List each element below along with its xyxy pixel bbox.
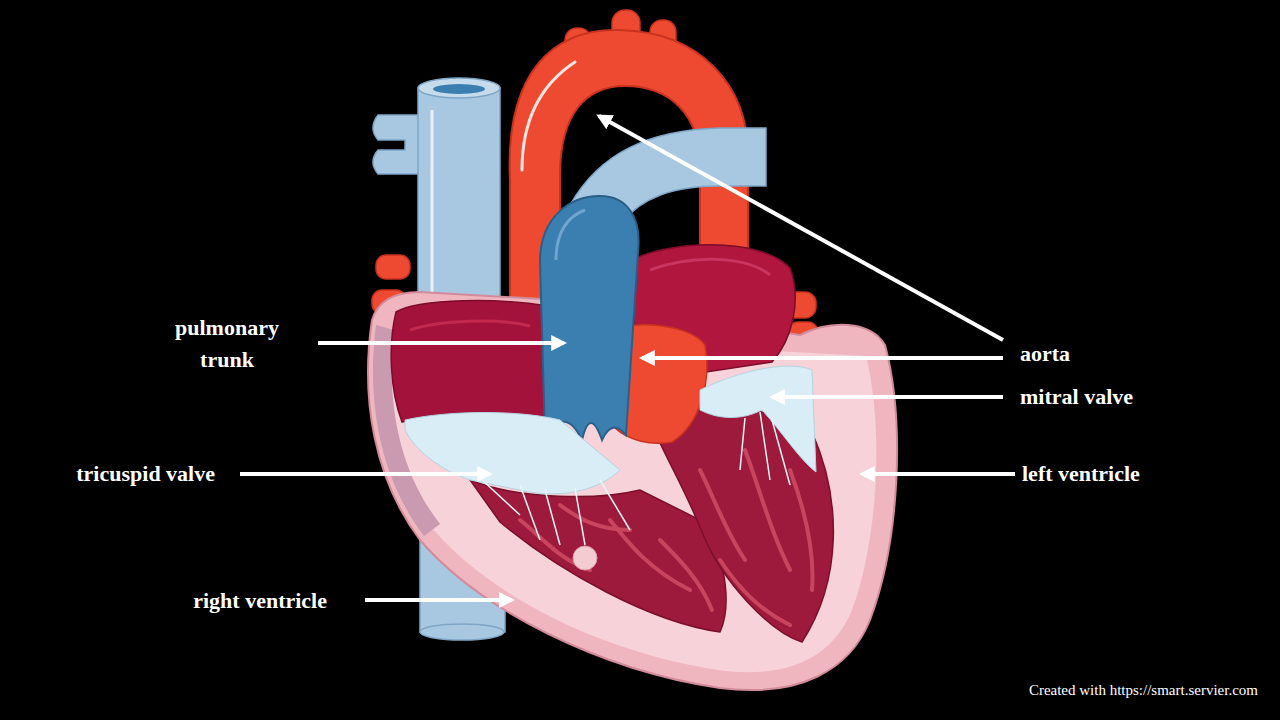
leader-arrows	[240, 472, 490, 476]
left-ventricle-cavity	[790, 470, 813, 590]
leader-arrows	[862, 472, 1015, 476]
pulmonary-trunk	[556, 210, 585, 260]
tricuspid-valve	[405, 413, 620, 494]
leader-arrows	[318, 341, 564, 345]
left-ventricle-cavity	[700, 470, 745, 560]
right-ventricle-cavity	[573, 546, 597, 570]
right-ventricle-cavity	[520, 505, 712, 610]
part-label: pulmonary trunk	[152, 312, 302, 376]
tricuspid-valve	[575, 488, 585, 545]
heart-wall	[368, 292, 897, 690]
pulmonary-trunk	[540, 196, 639, 440]
part-label: mitral valve	[1020, 381, 1133, 413]
part-label: left ventricle	[1022, 458, 1140, 490]
heart-wall	[368, 292, 897, 690]
superior-vena-cava	[431, 110, 434, 300]
pulmonary-veins	[376, 255, 410, 279]
superior-vena-cava	[418, 78, 500, 98]
left-ventricle-cavity	[700, 450, 813, 625]
part-label: tricuspid valve	[76, 458, 215, 490]
credit-note: Created with https://smart.servier.com	[1029, 680, 1258, 702]
part-label: right ventricle	[193, 585, 327, 617]
superior-vena-cava	[373, 115, 420, 174]
tricuspid-valve	[600, 480, 630, 530]
tricuspid-valve	[405, 413, 630, 546]
mitral-valve	[760, 412, 770, 480]
tricuspid-valve	[480, 478, 630, 545]
superior-vena-cava	[433, 84, 485, 94]
leader-arrows	[642, 356, 1003, 360]
right-ventricle-cavity	[470, 480, 726, 632]
mitral-valve	[700, 366, 816, 472]
leader-arrows	[772, 395, 1003, 399]
leader-arrows	[365, 598, 512, 602]
mitral-valve	[740, 412, 790, 485]
right-atrium	[410, 321, 530, 330]
tricuspid-valve	[480, 478, 520, 515]
part-label: aorta	[1020, 338, 1070, 370]
right-ventricle-cavity	[660, 540, 712, 610]
leader-arrows	[599, 116, 1003, 340]
right-ventricle-cavity	[560, 505, 630, 530]
mitral-valve	[700, 366, 816, 485]
superior-vena-cava	[373, 78, 500, 328]
tricuspid-valve	[520, 485, 540, 540]
mitral-valve	[740, 418, 745, 470]
inferior-vena-cava	[420, 624, 504, 640]
leader-arrows	[240, 116, 1015, 600]
tricuspid-valve	[545, 490, 560, 545]
aorta-arch	[522, 62, 575, 170]
mitral-valve	[772, 420, 790, 485]
left-ventricle-cavity	[720, 560, 790, 625]
left-atrium	[650, 259, 770, 275]
right-ventricle-cavity	[470, 480, 726, 632]
